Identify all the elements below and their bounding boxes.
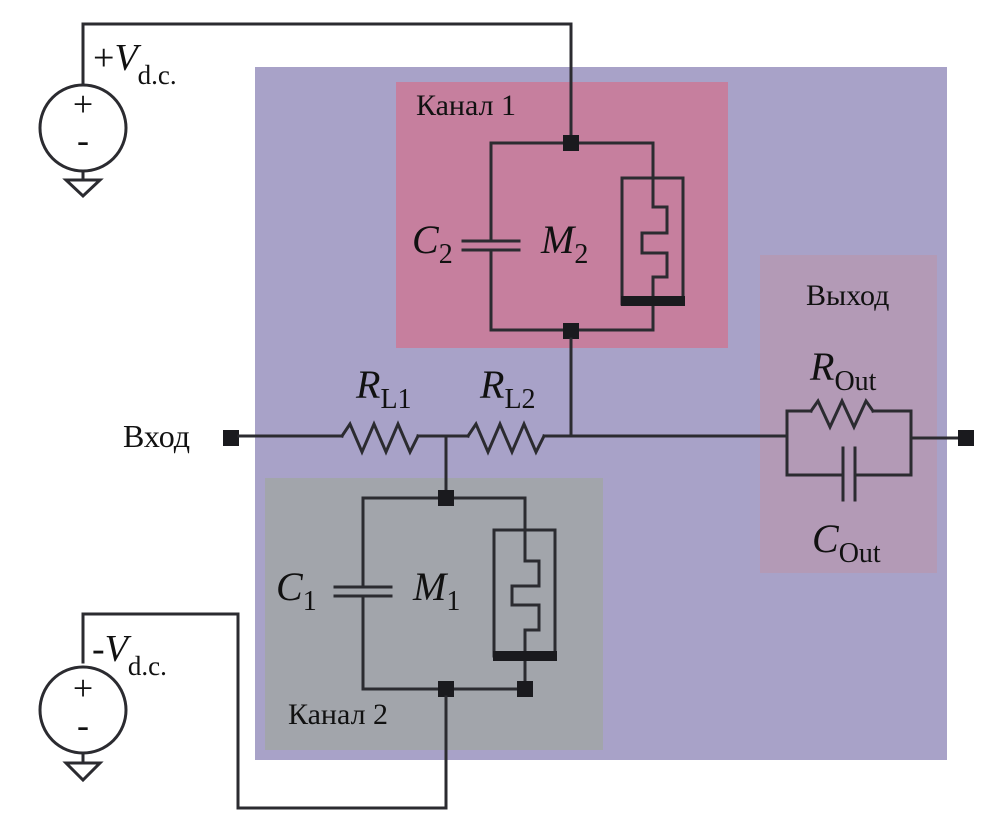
label-m1: M1: [412, 564, 460, 617]
output-terminal[interactable]: [958, 430, 974, 446]
wire-rout-left: [785, 409, 813, 477]
label-cout: COut: [812, 516, 881, 569]
channel2: C1 M1 Канал 2: [276, 490, 557, 731]
source-minus-sign: -: [77, 705, 89, 745]
label-c2: C2: [412, 217, 453, 270]
label-rl2: RL2: [479, 362, 536, 415]
source-plus-sign: +: [73, 668, 93, 708]
main-line: Вход RL1 RL2: [123, 337, 789, 492]
node-channel2-top: [438, 490, 454, 506]
label-output: Выход: [806, 279, 889, 312]
channel1: Канал 1 C2 M2: [412, 89, 685, 339]
memristor-m1-icon: [492, 528, 557, 662]
wire-source-bottom: [81, 612, 448, 810]
channel2-panel: [265, 478, 603, 750]
node-channel1-bottom: [563, 323, 579, 339]
node-channel2-bottom: [438, 681, 454, 697]
resistor-rout-icon: [808, 397, 876, 431]
source-plus-sign: +: [73, 84, 93, 124]
ground-icon: [62, 178, 104, 199]
output-block: Выход ROut COut: [785, 279, 974, 569]
dc-source-negative: + - -Vd.c.: [38, 612, 448, 810]
label-vdc-negative: -Vd.c.: [92, 628, 167, 681]
node-m1-bottom: [517, 681, 533, 697]
label-channel1: Канал 1: [416, 89, 516, 122]
resistor-rl2-icon: [465, 420, 547, 456]
label-rout: ROut: [809, 344, 877, 397]
source-minus-sign: -: [77, 120, 89, 160]
wire-source-top: [81, 22, 573, 145]
input-terminal[interactable]: [223, 430, 239, 446]
label-vdc-positive: +Vd.c.: [93, 37, 177, 90]
label-c1: C1: [276, 564, 317, 617]
label-m2: M2: [540, 217, 588, 270]
ground-icon: [62, 761, 104, 783]
label-rl1: RL1: [355, 362, 412, 415]
wire-rout-right: [871, 409, 913, 477]
dc-source-positive: + - +Vd.c.: [38, 22, 573, 199]
label-input: Вход: [123, 418, 190, 454]
node-channel1-top: [563, 135, 579, 151]
label-channel2: Канал 2: [288, 698, 388, 731]
memristor-m2-icon: [620, 176, 685, 308]
resistor-rl1-icon: [339, 420, 421, 456]
